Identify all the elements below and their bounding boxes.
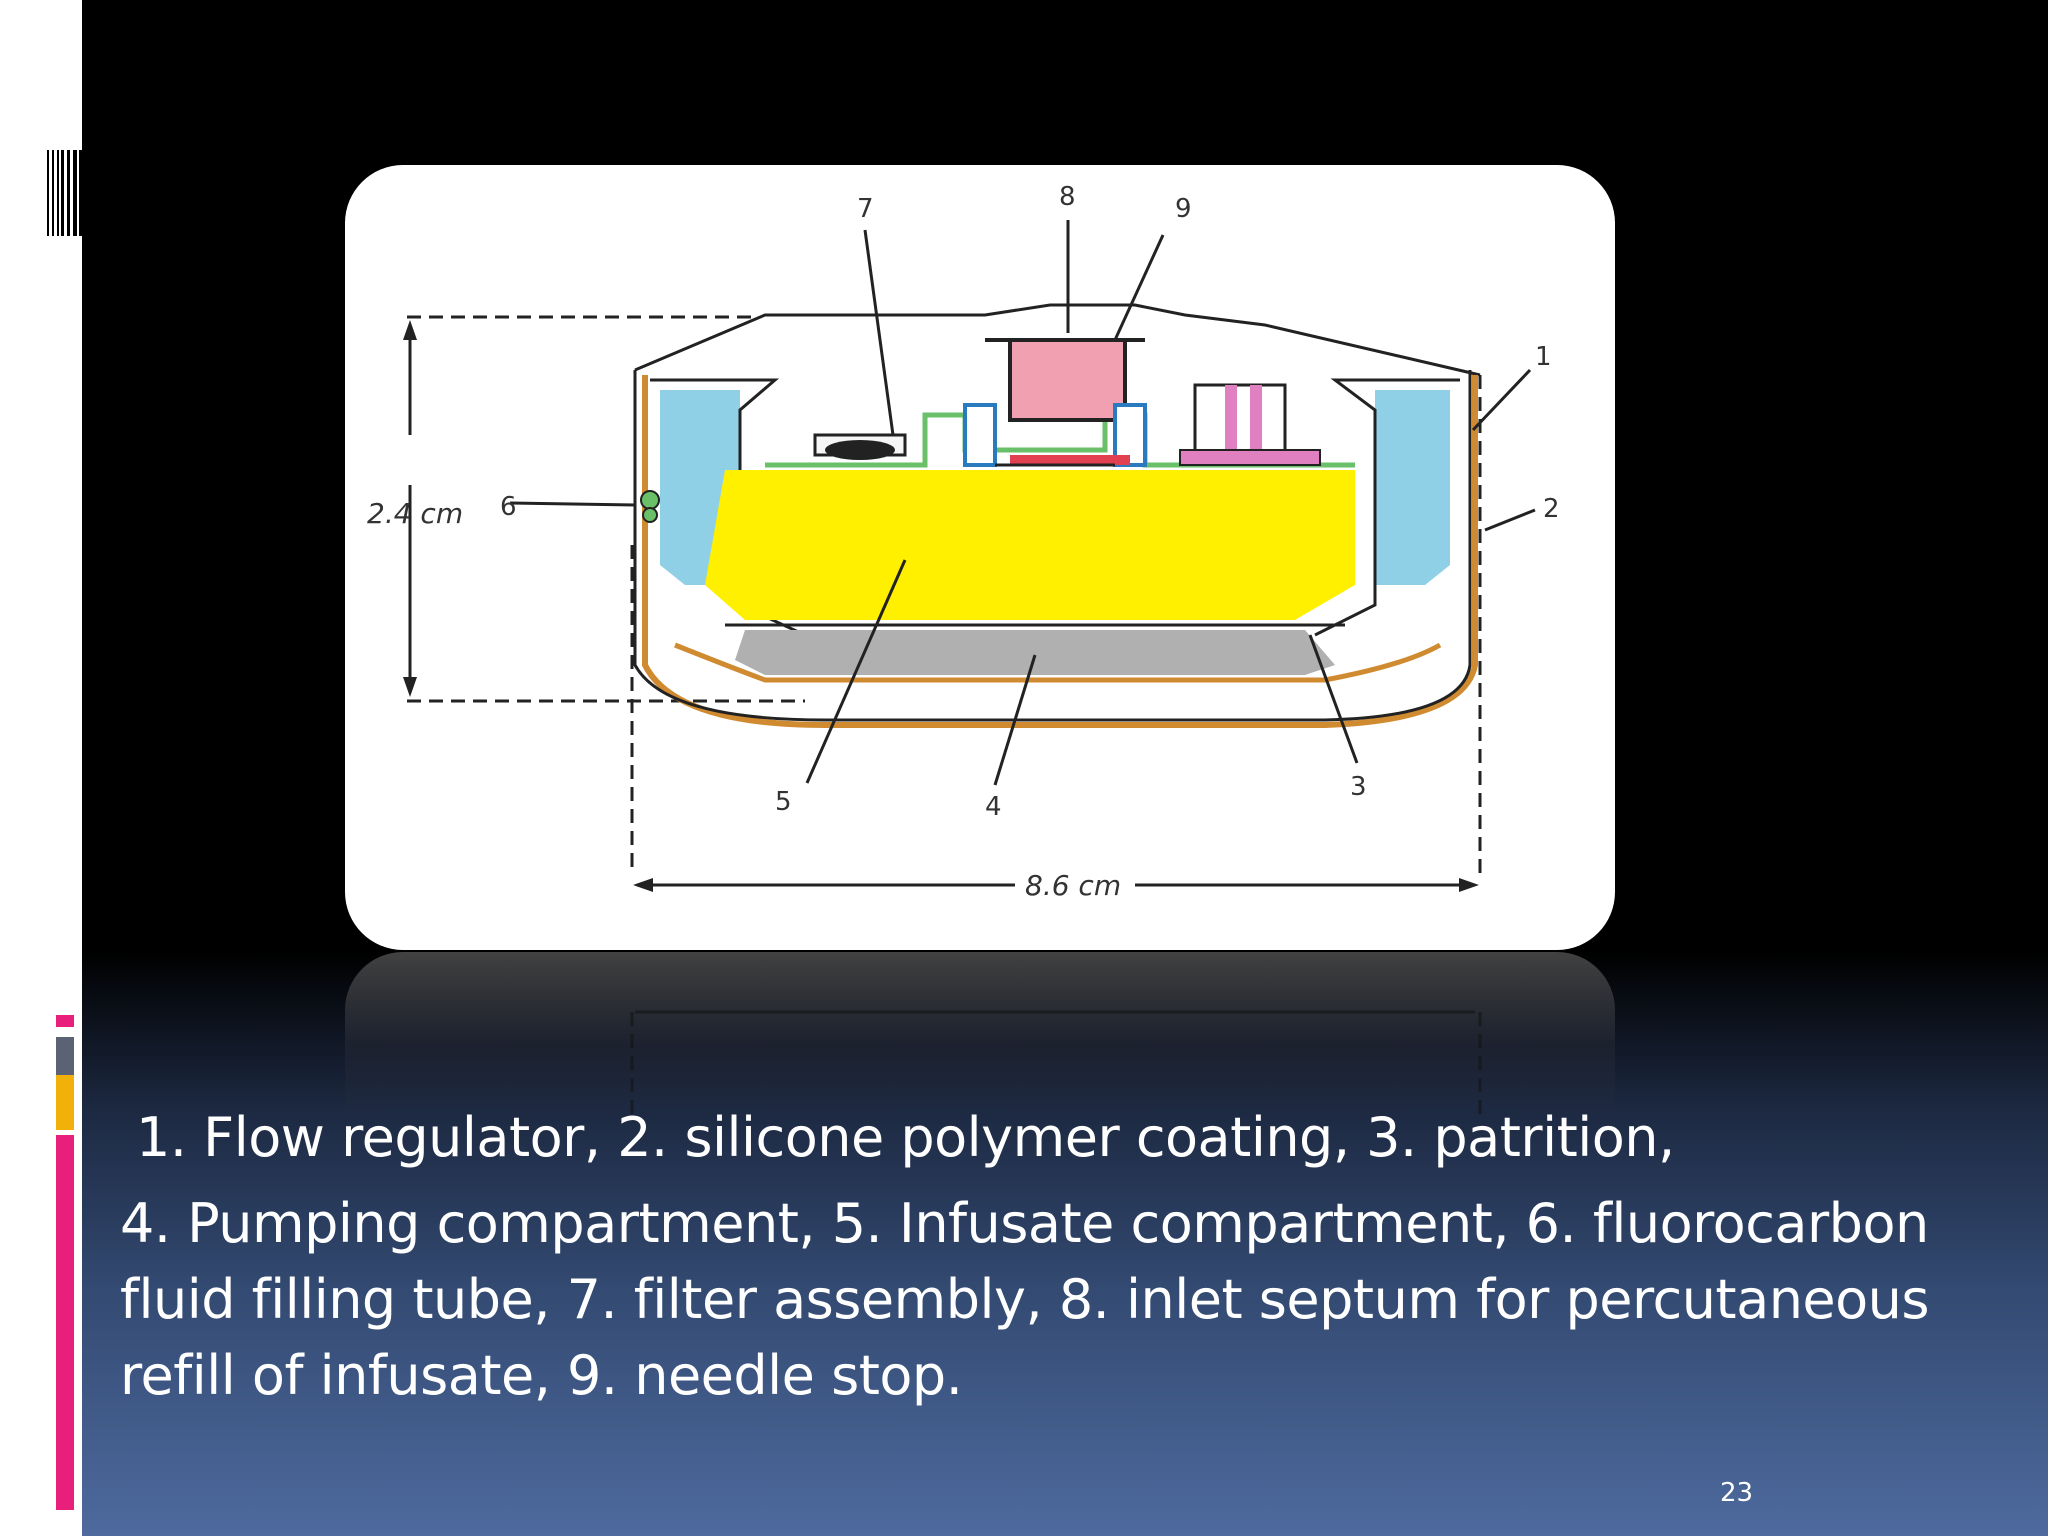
callout-5: 5 <box>775 787 792 817</box>
figure-caption: 1. Flow regulator, 2. silicone polymer c… <box>120 1100 1980 1414</box>
callout-9: 9 <box>1175 194 1192 224</box>
decorative-lines <box>47 150 83 236</box>
callout-8: 8 <box>1059 182 1076 212</box>
callout-7: 7 <box>857 194 874 224</box>
caption-body: 4. Pumping compartment, 5. Infusate comp… <box>120 1192 1930 1407</box>
callout-6: 6 <box>500 492 517 522</box>
width-label: 8.6 cm <box>1025 869 1121 902</box>
callout-4: 4 <box>985 792 1002 822</box>
slide-number: 23 <box>1720 1478 1754 1508</box>
diagram-reflection <box>345 952 1615 1122</box>
caption-line-1: 1. Flow regulator, 2. silicone polymer c… <box>136 1106 1675 1169</box>
callout-2: 2 <box>1543 494 1560 524</box>
callout-1: 1 <box>1535 342 1552 372</box>
pump-diagram: 2.4 cm 8.6 cm <box>345 165 1615 950</box>
pump-cross-section: 2.4 cm 8.6 cm <box>367 182 1560 902</box>
callout-3: 3 <box>1350 772 1367 802</box>
reflection-shapes <box>630 1010 1482 1122</box>
decorative-color-bar <box>56 1015 74 1510</box>
height-label: 2.4 cm <box>367 497 463 530</box>
